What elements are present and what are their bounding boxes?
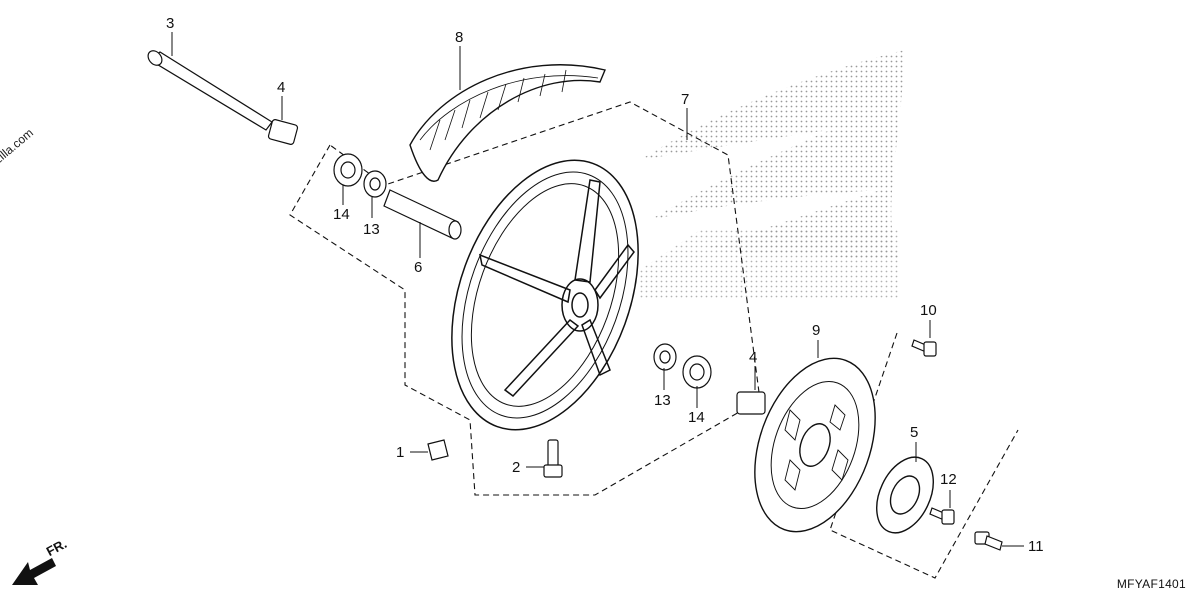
wheel <box>451 159 639 431</box>
callout-5[interactable]: 5 <box>910 424 919 441</box>
callout-1[interactable]: 1 <box>396 444 405 461</box>
seal-right <box>653 343 677 371</box>
valve-stem <box>543 439 563 478</box>
flange-bolt <box>974 531 1003 551</box>
callout-11[interactable]: 11 <box>1028 538 1044 555</box>
disc-bolt <box>911 339 937 357</box>
callout-12[interactable]: 12 <box>940 471 957 488</box>
leader-lines <box>171 32 1024 547</box>
bearing-left <box>333 153 363 187</box>
callout-7[interactable]: 7 <box>681 91 690 108</box>
callout-4-right[interactable]: 4 <box>749 349 758 366</box>
seal-left <box>363 170 387 198</box>
spacer-tube <box>383 189 462 240</box>
diagram-code: MFYAF1401 <box>1116 577 1186 591</box>
axle <box>147 50 273 131</box>
callout-13-right[interactable]: 13 <box>654 392 671 409</box>
callout-4-left[interactable]: 4 <box>277 79 286 96</box>
honda-wing-logo <box>640 50 905 300</box>
front-direction-arrow <box>12 558 56 585</box>
callout-14-right[interactable]: 14 <box>688 409 705 426</box>
callout-3[interactable]: 3 <box>166 15 175 32</box>
collar-left <box>267 119 299 145</box>
callout-13-left[interactable]: 13 <box>363 221 380 238</box>
callout-2[interactable]: 2 <box>512 459 521 476</box>
callout-9[interactable]: 9 <box>812 322 821 339</box>
bearing-right <box>682 355 712 389</box>
brake-disc <box>754 357 876 533</box>
callout-10[interactable]: 10 <box>920 302 937 319</box>
balance-weight <box>427 439 449 461</box>
pulser-bolt <box>929 507 955 525</box>
callout-8[interactable]: 8 <box>455 29 464 46</box>
tire <box>409 64 606 182</box>
callout-14-left[interactable]: 14 <box>333 206 350 223</box>
callout-6[interactable]: 6 <box>414 259 423 276</box>
pulser-ring <box>876 456 934 534</box>
collar-right <box>736 391 766 415</box>
